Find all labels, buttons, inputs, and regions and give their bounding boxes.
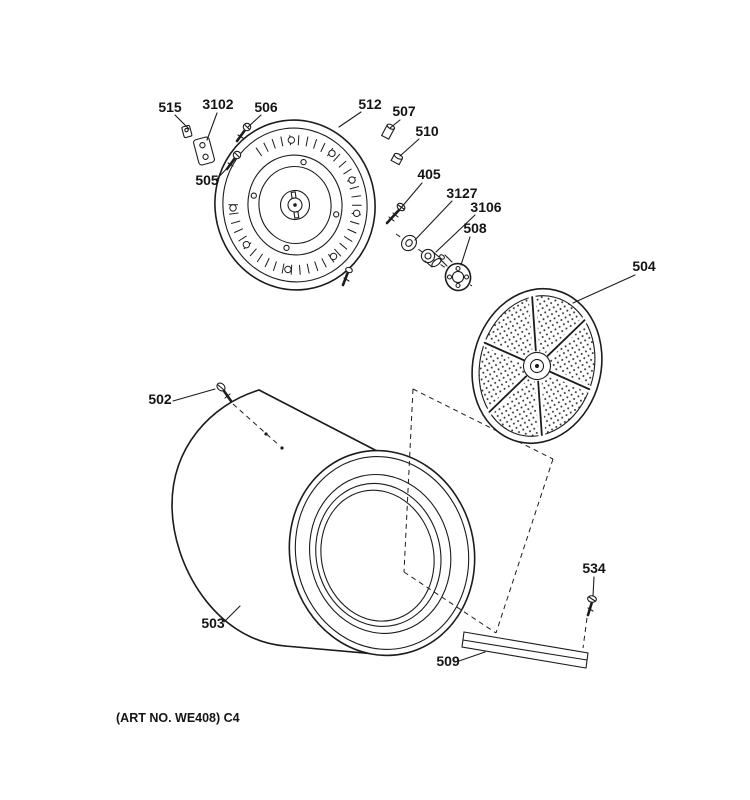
callout-504: 504 <box>632 258 656 274</box>
leader-405 <box>399 182 423 210</box>
heater-coil-ticks <box>228 135 362 275</box>
drum-screw-hole <box>280 446 284 450</box>
callout-508: 508 <box>463 220 487 236</box>
callout-505: 505 <box>195 172 219 188</box>
part-3127-washer <box>401 234 417 252</box>
callout-3102: 3102 <box>202 96 233 112</box>
leader-3127 <box>414 200 453 241</box>
leader-508 <box>460 236 471 266</box>
part-502-screw <box>216 382 281 447</box>
leader-512 <box>338 111 362 128</box>
leader-534 <box>592 576 595 597</box>
part-508-bearing <box>439 254 472 292</box>
drum-503 <box>171 389 476 657</box>
part-515-clip <box>181 124 193 139</box>
leader-503 <box>223 605 241 623</box>
leader-507 <box>389 119 401 129</box>
callout-510: 510 <box>415 123 439 139</box>
callout-512: 512 <box>358 96 382 112</box>
part-510-nut <box>390 152 404 166</box>
bulkhead-mounting-screw <box>341 266 353 287</box>
leader-504 <box>572 274 636 304</box>
art-number-note: (ART NO. WE408) C4 <box>116 711 240 725</box>
leader-510 <box>399 138 420 157</box>
part-3106-sleeve <box>420 248 442 268</box>
leader-506 <box>247 114 262 128</box>
leader-505 <box>215 164 231 181</box>
callout-503: 503 <box>201 615 225 631</box>
callout-3127: 3127 <box>446 185 477 201</box>
leader-3106 <box>435 214 476 253</box>
callout-502: 502 <box>148 391 172 407</box>
callout-515: 515 <box>158 99 182 115</box>
projection-lines <box>395 233 554 634</box>
diffuser-504 <box>471 287 603 445</box>
leader-lines <box>172 111 636 662</box>
callout-509: 509 <box>436 653 460 669</box>
leader-509 <box>458 651 486 662</box>
part-506-screw <box>235 122 252 143</box>
callout-507: 507 <box>392 103 416 119</box>
leader-502 <box>172 388 216 402</box>
baffle-509 <box>461 631 589 669</box>
callout-labels: 515 3102 506 512 507 510 505 405 3127 31… <box>148 96 656 669</box>
part-534-screw <box>582 595 597 649</box>
leader-515 <box>174 114 190 130</box>
part-3102-terminal-plate <box>193 136 215 166</box>
leader-3102 <box>206 112 218 141</box>
callout-3106: 3106 <box>470 199 501 215</box>
callout-506: 506 <box>254 99 278 115</box>
callout-405: 405 <box>417 166 441 182</box>
callout-534: 534 <box>582 560 606 576</box>
bulkhead-assembly-512 <box>214 119 376 291</box>
